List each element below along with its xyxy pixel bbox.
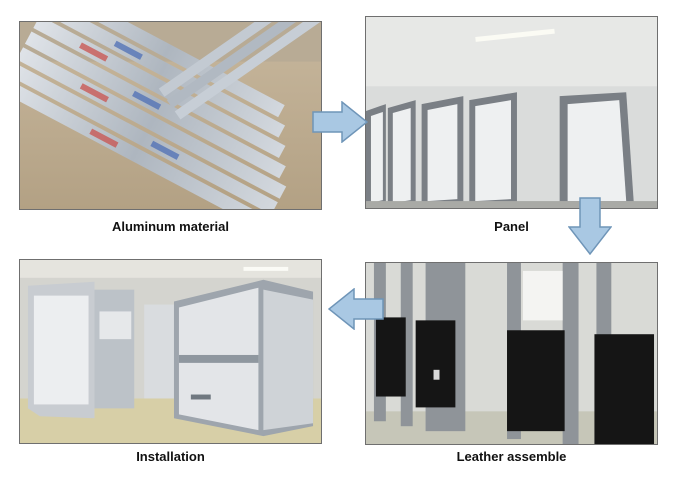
photo-leather-assemble xyxy=(365,262,658,445)
caption-installation: Installation xyxy=(136,449,205,464)
photo-installation xyxy=(19,259,322,444)
arrow-right-icon xyxy=(312,101,368,143)
arrow-down-icon xyxy=(568,197,612,255)
photo-panel xyxy=(365,16,658,209)
caption-panel: Panel xyxy=(494,219,529,234)
arrow-left-icon xyxy=(328,288,384,330)
photo-aluminum-material xyxy=(19,21,322,210)
caption-aluminum-material: Aluminum material xyxy=(111,219,230,234)
caption-leather-assemble: Leather assemble xyxy=(456,449,567,464)
